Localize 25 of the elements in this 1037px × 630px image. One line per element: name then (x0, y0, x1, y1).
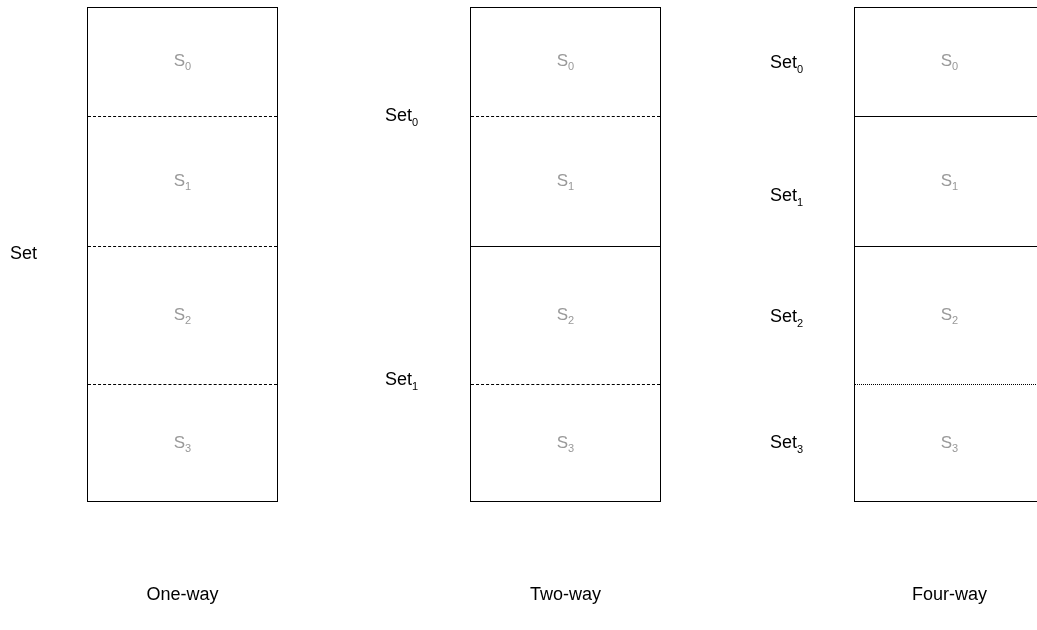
line-label: S$_{0}$ (556, 51, 575, 73)
set-label: Set$_{2}$ (770, 306, 804, 329)
line-label: S$_{1}$ (556, 170, 575, 193)
column-title: One-way (146, 584, 219, 605)
line-label: S$_{3}$ (173, 433, 192, 455)
set-label: Set$_{1}$ (385, 369, 419, 392)
line-label: S$_{2}$ (556, 304, 575, 327)
line-label: S$_{3}$ (556, 433, 575, 455)
set-label: Set (10, 243, 38, 264)
line-label: S$_{2}$ (940, 304, 959, 327)
line-label: S$_{1}$ (940, 170, 959, 193)
set-label: Set$_{3}$ (770, 432, 804, 455)
line-label: S$_{0}$ (173, 51, 192, 73)
column-title: Four-way (912, 584, 987, 605)
line-label: S$_{1}$ (173, 170, 192, 193)
set-label: Set$_{0}$ (385, 105, 419, 128)
column-title: Two-way (530, 584, 601, 605)
line-label: S$_{3}$ (940, 433, 959, 455)
cache-column-box (854, 7, 1037, 502)
line-label: S$_{0}$ (940, 51, 959, 73)
cache-column-box (470, 7, 661, 502)
set-label: Set$_{1}$ (770, 185, 804, 208)
cache-column-box (87, 7, 278, 502)
set-label: Set$_{0}$ (770, 52, 804, 75)
line-label: S$_{2}$ (173, 304, 192, 327)
